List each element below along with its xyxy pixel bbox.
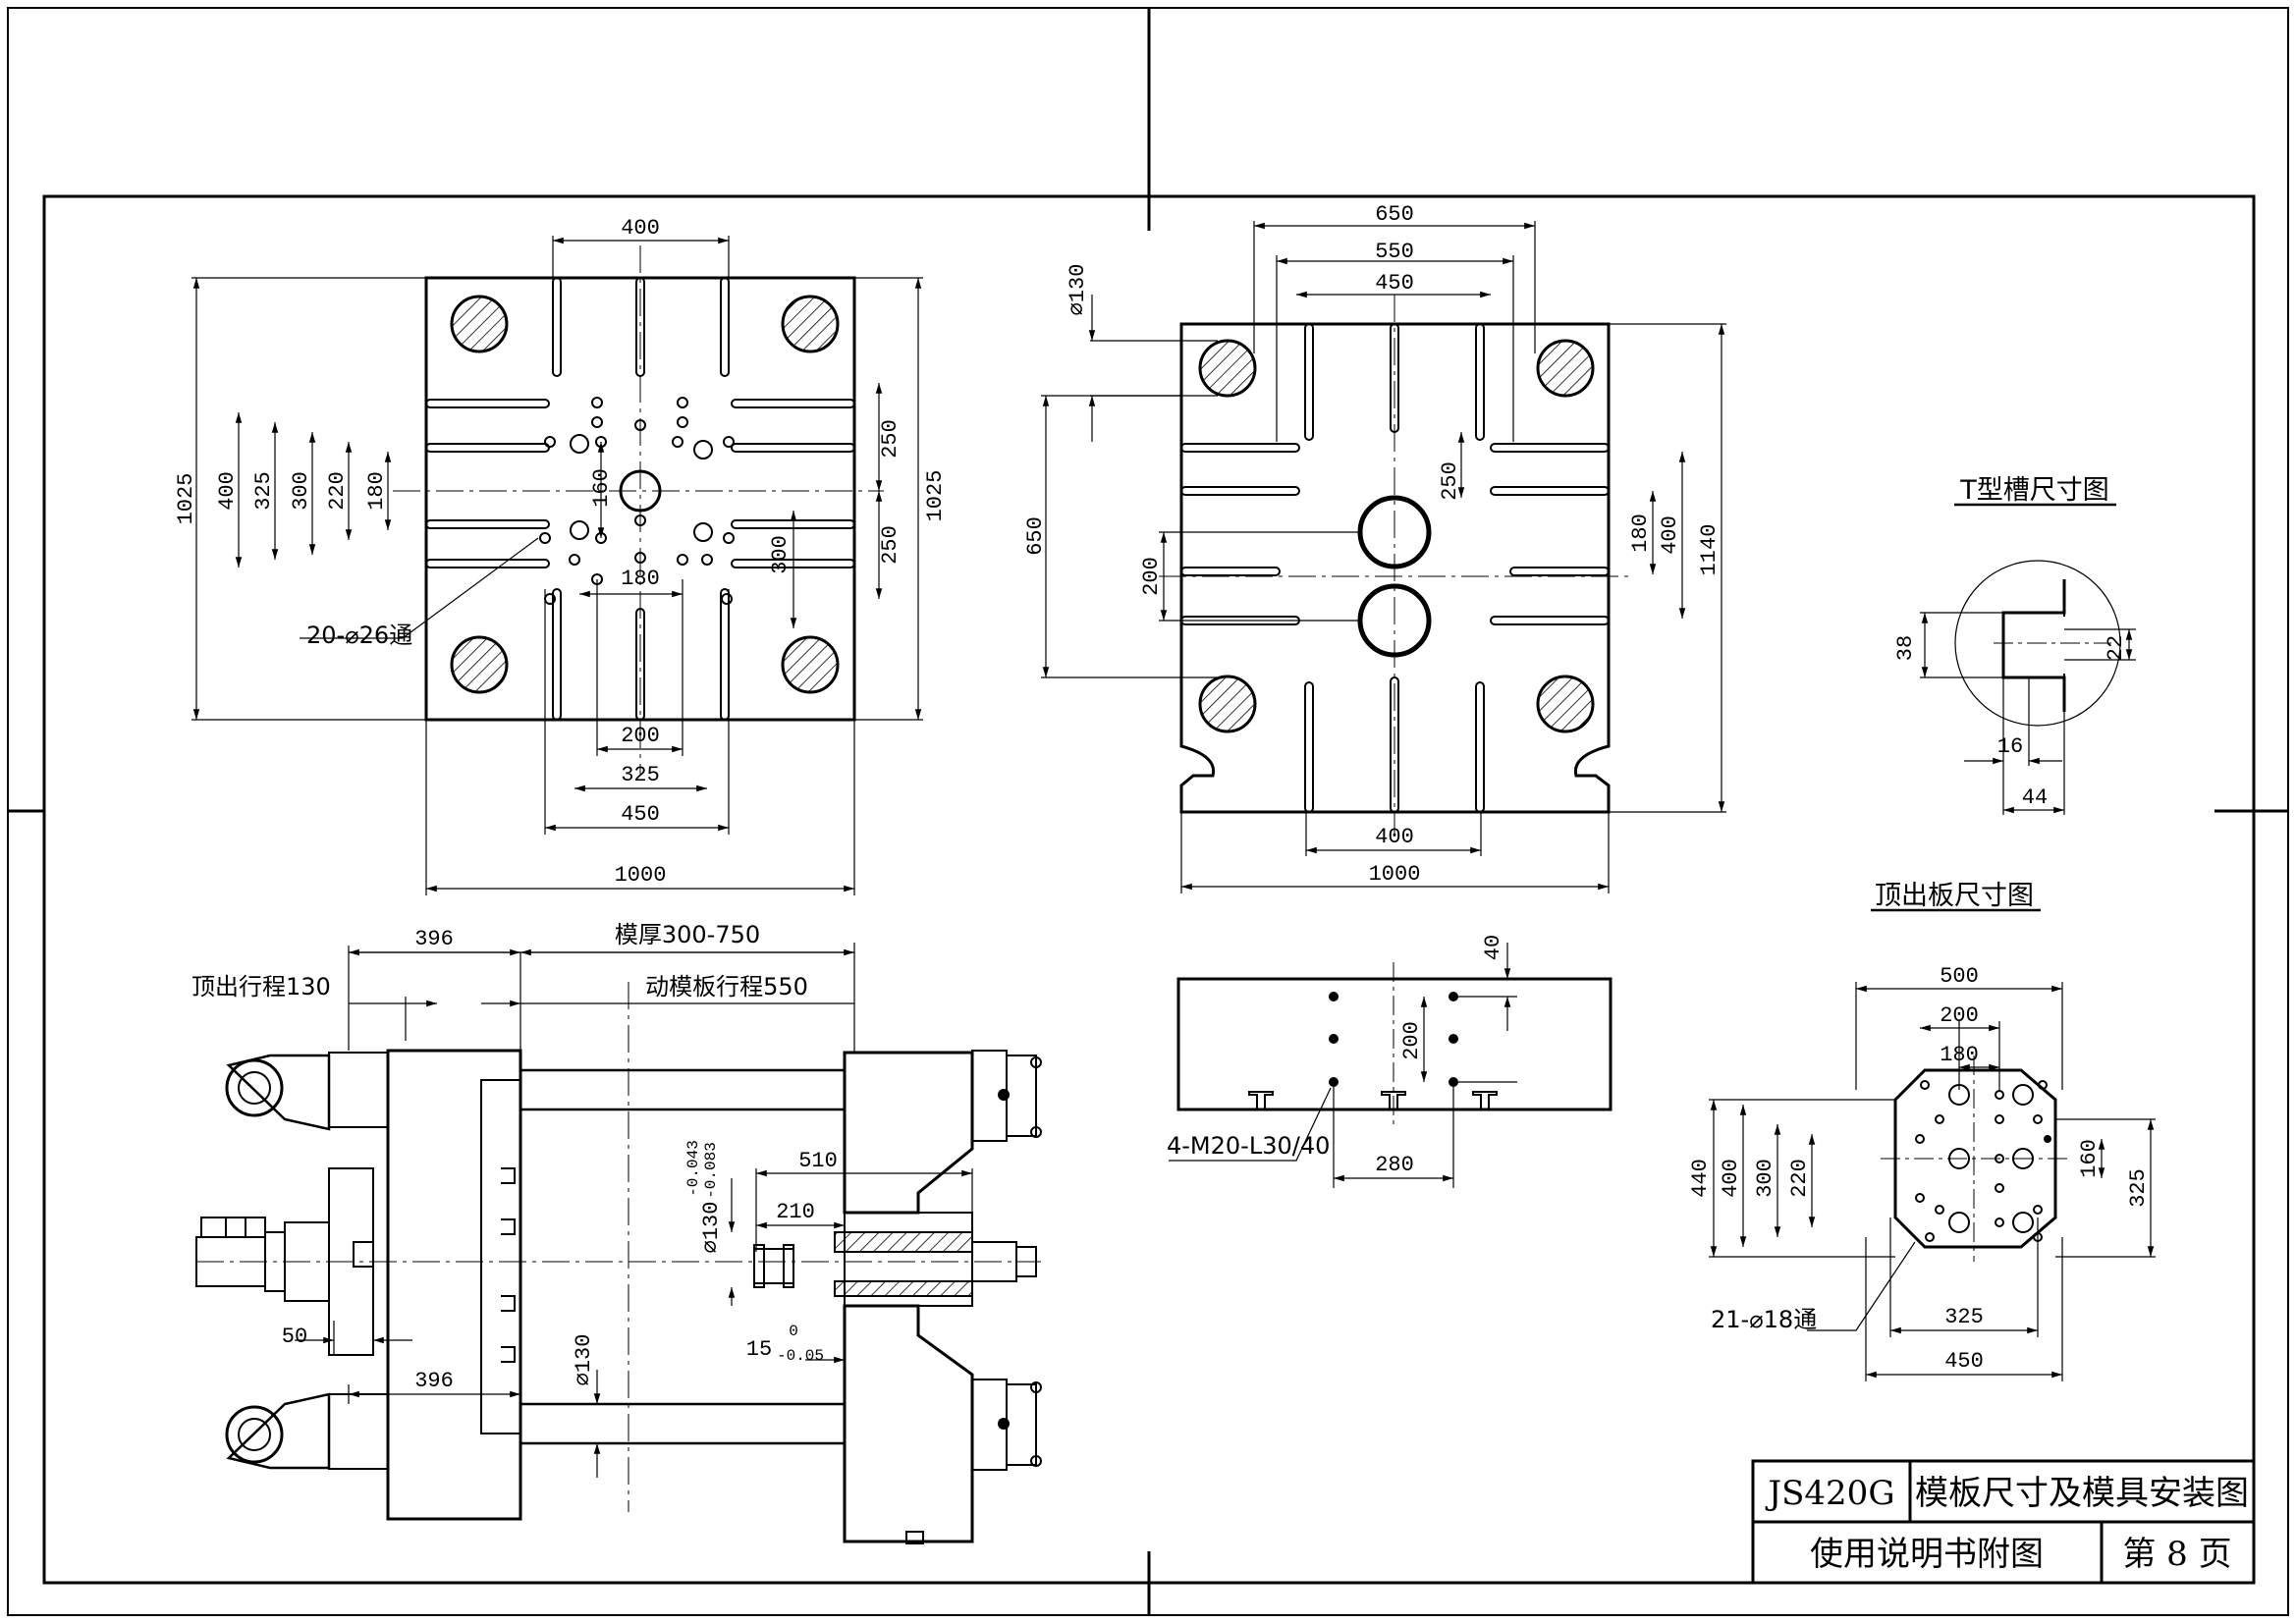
- side-view-labels: 396 模厚300-750 顶出行程130 动模板行程550 510 210 ⌀…: [191, 921, 838, 1393]
- platen-stroke-label: 动模板行程550: [645, 973, 808, 1001]
- dim-moving-450: 450: [1375, 271, 1414, 296]
- thread-note: 4-M20-L30/40: [1167, 1132, 1330, 1160]
- mold-thickness-label: 模厚300-750: [615, 921, 760, 948]
- dim-side-tol-upper: -0.043: [684, 1140, 702, 1197]
- title-block: [1751, 1459, 2256, 1585]
- fixed-hole-note: 20-⌀26通: [306, 622, 412, 649]
- dim-ej-400: 400: [1719, 1159, 1743, 1198]
- machine-side-view: [195, 943, 1042, 1544]
- model-number: JS420G: [1766, 1474, 1895, 1513]
- dim-moving-200: 200: [1139, 557, 1164, 596]
- dim-fixed-450: 450: [621, 802, 660, 827]
- fixed-platen-view: [191, 236, 923, 895]
- dim-moving-1000: 1000: [1369, 862, 1421, 887]
- dim-fixed-400-left: 400: [215, 471, 240, 511]
- dim-plate-200: 200: [1399, 1021, 1424, 1060]
- dim-tslot-44: 44: [2022, 785, 2048, 810]
- dim-side-210: 210: [776, 1200, 815, 1224]
- dim-fixed-1000: 1000: [615, 863, 667, 888]
- dim-plate-40: 40: [1481, 935, 1505, 960]
- dim-fixed-1025-left: 1025: [174, 473, 198, 525]
- dim-tslot-22: 22: [2104, 635, 2128, 661]
- dim-side-396-bottom: 396: [414, 1369, 454, 1393]
- dim-side-15-lower: -0.05: [777, 1347, 824, 1365]
- dim-fixed-325-bottom: 325: [621, 763, 660, 787]
- tie-bar-holes: [450, 295, 840, 694]
- dim-ej-300: 300: [1753, 1159, 1777, 1198]
- ejector-plate-view: [1709, 908, 2156, 1381]
- ejector-holes: [1915, 1080, 2051, 1242]
- dim-ej-220: 220: [1787, 1159, 1812, 1198]
- dim-side-15-upper: 0: [789, 1323, 798, 1340]
- dim-moving-400-bottom: 400: [1375, 825, 1414, 849]
- dim-side-dia130-rod: ⌀130: [572, 1334, 596, 1386]
- dim-moving-400: 400: [1658, 515, 1682, 555]
- dim-fixed-200: 200: [621, 724, 660, 748]
- moving-platen-dims: 650 550 450 ⌀130 650 200 250 180 400 114…: [1023, 202, 1722, 887]
- moving-tie-bar-holes: [1198, 339, 1595, 733]
- dim-moving-650-left: 650: [1023, 516, 1048, 556]
- side-plate-view: [1169, 943, 1613, 1188]
- dim-side-dia130: ⌀130: [699, 1202, 724, 1254]
- dim-side-15: 15: [746, 1337, 772, 1362]
- dim-plate-280: 280: [1375, 1153, 1414, 1177]
- t-slot-labels: T型槽尺寸图 38 22 16 44: [1893, 475, 2128, 810]
- dim-fixed-250-bottom: 250: [878, 525, 902, 565]
- dim-fixed-250-top: 250: [878, 419, 902, 459]
- dim-moving-dia130: ⌀130: [1066, 264, 1090, 316]
- dim-ej-160: 160: [2077, 1139, 2102, 1178]
- dim-fixed-400: 400: [621, 216, 660, 241]
- ejector-hole-note: 21-⌀18通: [1711, 1306, 1817, 1333]
- t-slot-detail: [1920, 503, 2136, 815]
- dim-ej-200: 200: [1940, 1003, 1979, 1028]
- fixed-platen-dims: 400 1025 400 325 300 220 180 160 250 250…: [174, 216, 948, 888]
- dim-ej-500: 500: [1940, 964, 1979, 989]
- manual-label: 使用说明书附图: [1810, 1535, 2044, 1574]
- dim-moving-1140: 1140: [1697, 524, 1722, 576]
- dim-side-396-top: 396: [414, 927, 454, 951]
- dim-fixed-1025-right: 1025: [923, 470, 948, 522]
- ejector-plate-labels: 顶出板尺寸图 500 200 180 440 400 300 220 160 3…: [1688, 881, 2151, 1374]
- dim-ej-325: 325: [2126, 1168, 2151, 1208]
- drawing-title: 模板尺寸及模具安装图: [1915, 1474, 2249, 1513]
- dim-ej-325-bottom: 325: [1944, 1305, 1984, 1329]
- dim-side-tol-lower: -0.083: [702, 1142, 720, 1199]
- dim-moving-250: 250: [1438, 461, 1462, 501]
- title-block-text: JS420G 模板尺寸及模具安装图 使用说明书附图 第 8 页: [1766, 1474, 2249, 1574]
- dim-side-50: 50: [282, 1325, 307, 1349]
- dim-tslot-16: 16: [1997, 734, 2023, 759]
- dim-moving-180: 180: [1628, 514, 1653, 553]
- dim-fixed-180-mid: 180: [621, 567, 660, 591]
- dim-ej-450: 450: [1944, 1349, 1984, 1374]
- ejector-plate-title: 顶出板尺寸图: [1875, 881, 2034, 911]
- dim-fixed-160: 160: [589, 468, 614, 508]
- dim-tslot-38: 38: [1893, 635, 1918, 661]
- dim-fixed-325: 325: [251, 471, 276, 511]
- dim-moving-650: 650: [1375, 202, 1414, 227]
- dim-ej-180: 180: [1940, 1043, 1979, 1067]
- dim-fixed-220: 220: [325, 471, 350, 511]
- dim-side-510: 510: [798, 1149, 838, 1173]
- ejector-stroke-label: 顶出行程130: [191, 973, 331, 1001]
- dim-fixed-180: 180: [364, 471, 389, 511]
- t-slot-title: T型槽尺寸图: [1959, 475, 2109, 506]
- page-number: 第 8 页: [2122, 1535, 2231, 1574]
- dim-fixed-300: 300: [289, 471, 313, 511]
- dim-fixed-300-v: 300: [768, 535, 793, 574]
- moving-platen-view: [1041, 221, 1726, 893]
- side-plate-labels: 40 200 280 4-M20-L30/40: [1167, 935, 1505, 1177]
- sheet-frame: [7, 7, 2289, 1616]
- dim-moving-550: 550: [1375, 240, 1414, 264]
- dim-ej-440: 440: [1688, 1159, 1713, 1198]
